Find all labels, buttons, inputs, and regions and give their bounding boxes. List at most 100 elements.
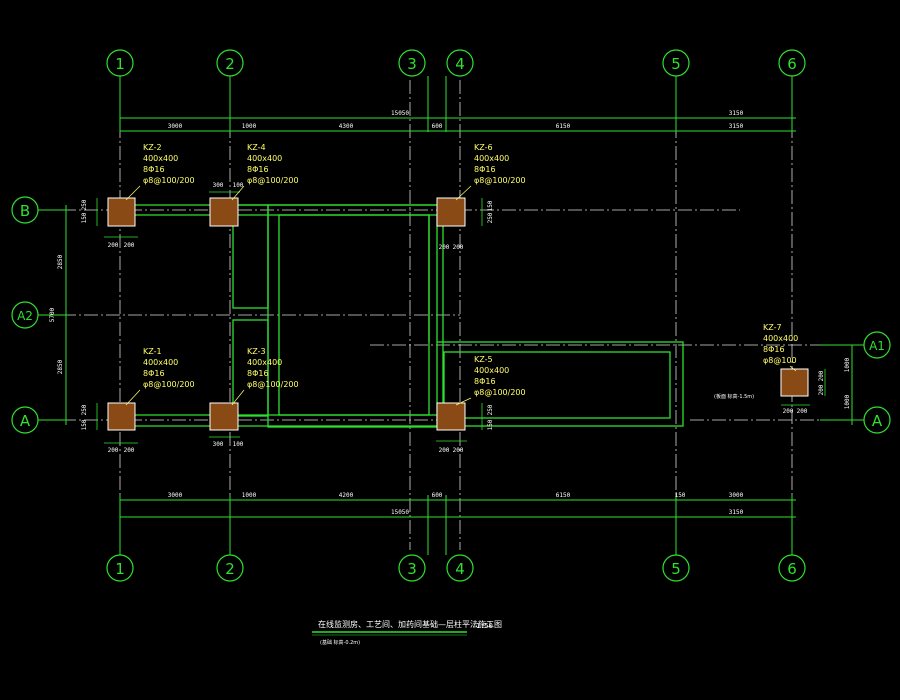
- column-kz-4[interactable]: [209, 197, 239, 227]
- column-kz-1[interactable]: [107, 402, 136, 431]
- axis-bottom-2: 2: [225, 560, 235, 578]
- svg-text:KZ-6: KZ-6: [474, 143, 493, 152]
- dim-top-seg-2: 1000: [242, 123, 257, 130]
- kz7-dim-v1: 200: [818, 384, 825, 395]
- kz6-dim-v2: 150: [487, 200, 494, 211]
- svg-text:KZ-5: KZ-5: [474, 355, 493, 364]
- label-kz-2: KZ-2 400x400 8Φ16 φ8@100/200: [143, 143, 195, 185]
- slab-note: (板面 标高-1.5m): [714, 393, 754, 400]
- dim-bottom-seg-4: 600: [432, 492, 443, 499]
- label-kz-6: KZ-6 400x400 8Φ16 φ8@100/200: [474, 143, 526, 185]
- axis-bottom-4: 4: [455, 560, 465, 578]
- column-kz-5[interactable]: [436, 402, 466, 431]
- label-kz-5: KZ-5 400x400 8Φ16 φ8@100/200: [474, 355, 526, 397]
- label-leaders: [125, 185, 797, 406]
- svg-text:KZ-2: KZ-2: [143, 143, 162, 152]
- axis-bottom-5: 5: [671, 560, 681, 578]
- kz6-dim-left: 200: [439, 244, 450, 251]
- kz5-dim-right: 200: [453, 447, 464, 454]
- svg-text:KZ-1: KZ-1: [143, 347, 162, 356]
- drawing-title: 在线监测房、工艺间、加药间基础—层柱平法施工图: [318, 619, 502, 629]
- svg-text:φ8@100/200: φ8@100/200: [247, 176, 299, 185]
- kz2-dim-right: 200: [124, 242, 135, 249]
- svg-text:KZ-7: KZ-7: [763, 323, 782, 332]
- kz5-dim-left: 200: [439, 447, 450, 454]
- kz6-dim-v1: 250: [487, 212, 494, 223]
- axis-top-5: 5: [671, 55, 681, 73]
- svg-text:8Φ16: 8Φ16: [763, 345, 785, 354]
- column-dim-lines: [96, 191, 826, 444]
- column-kz-7[interactable]: [780, 368, 809, 397]
- drawing-subtitle: (基础 标高-0.2m): [320, 639, 360, 646]
- svg-text:400x400: 400x400: [143, 358, 178, 367]
- dimension-lines: [65, 117, 853, 518]
- svg-text:400x400: 400x400: [247, 154, 282, 163]
- svg-text:KZ-3: KZ-3: [247, 347, 266, 356]
- kz7-dim-v2: 200: [818, 370, 825, 381]
- svg-text:400x400: 400x400: [143, 154, 178, 163]
- axis-bubbles: [11, 49, 891, 582]
- svg-text:φ8@100/200: φ8@100/200: [474, 176, 526, 185]
- dim-bottom-seg-6: 150: [675, 492, 686, 499]
- dim-left-upper: 2850: [57, 254, 64, 269]
- column-kz-3[interactable]: [209, 402, 239, 431]
- svg-text:KZ-4: KZ-4: [247, 143, 266, 152]
- svg-text:φ8@100/200: φ8@100/200: [247, 380, 299, 389]
- grid-lines: [40, 80, 862, 550]
- kz2-dim-left: 200: [108, 242, 119, 249]
- axis-left-b: B: [20, 202, 30, 220]
- dim-top-seg-4: 600: [432, 123, 443, 130]
- svg-text:8Φ16: 8Φ16: [143, 369, 165, 378]
- dim-bottom-total-right: 3150: [729, 509, 744, 516]
- dim-left-total: 5700: [49, 307, 56, 322]
- label-kz-4: KZ-4 400x400 8Φ16 φ8@100/200: [247, 143, 299, 185]
- svg-text:400x400: 400x400: [763, 334, 798, 343]
- svg-text:φ8@100: φ8@100: [763, 356, 797, 365]
- columns: [107, 197, 809, 431]
- svg-text:400x400: 400x400: [474, 154, 509, 163]
- title-block: 在线监测房、工艺间、加药间基础—层柱平法施工图 1:50 (基础 标高-0.2m…: [312, 619, 502, 646]
- dim-right-upper: 1000: [844, 357, 851, 372]
- dim-bottom-total: 15050: [391, 509, 409, 516]
- axis-left-a: A: [20, 412, 31, 430]
- dim-bottom-seg-3: 4200: [339, 492, 354, 499]
- dim-top-seg-1: 3000: [168, 123, 183, 130]
- kz7-dim-left: 200: [783, 408, 794, 415]
- svg-text:8Φ16: 8Φ16: [474, 377, 496, 386]
- column-kz-2[interactable]: [107, 197, 136, 227]
- dim-top-seg-5: 6150: [556, 123, 571, 130]
- dim-top-total: 15050: [391, 110, 409, 117]
- svg-text:8Φ16: 8Φ16: [143, 165, 165, 174]
- drawing-scale: 1:50: [476, 622, 493, 630]
- svg-text:400x400: 400x400: [247, 358, 282, 367]
- axis-right-a: A: [872, 412, 883, 430]
- svg-text:400x400: 400x400: [474, 366, 509, 375]
- svg-text:φ8@100/200: φ8@100/200: [474, 388, 526, 397]
- axis-leaders: [38, 76, 864, 555]
- label-kz-7: KZ-7 400x400 8Φ16 φ8@100: [763, 323, 798, 365]
- dim-right-lower: 1000: [844, 394, 851, 409]
- axis-top-4: 4: [455, 55, 465, 73]
- axis-top-2: 2: [225, 55, 235, 73]
- kz1-dim-v2: 250: [81, 404, 88, 415]
- label-kz-1: KZ-1 400x400 8Φ16 φ8@100/200: [143, 347, 195, 389]
- dim-bottom-seg-1: 3000: [168, 492, 183, 499]
- dim-bottom-seg-7: 3000: [729, 492, 744, 499]
- svg-text:8Φ16: 8Φ16: [247, 165, 269, 174]
- svg-text:φ8@100/200: φ8@100/200: [143, 176, 195, 185]
- kz1-dim-left: 200: [108, 447, 119, 454]
- dim-left-lower: 2850: [57, 359, 64, 374]
- kz1-dim-v1: 150: [81, 419, 88, 430]
- axis-bottom-1: 1: [115, 560, 125, 578]
- axis-top-3: 3: [407, 55, 417, 73]
- kz2-dim-v2: 250: [81, 199, 88, 210]
- axis-bottom-3: 3: [407, 560, 417, 578]
- axis-left-a2: A2: [17, 309, 33, 323]
- kz4-dim-top-1: 300: [213, 182, 224, 189]
- column-kz-6[interactable]: [436, 197, 466, 227]
- dim-bottom-seg-5: 6150: [556, 492, 571, 499]
- axis-top-1: 1: [115, 55, 125, 73]
- dim-top-total-right: 3150: [729, 110, 744, 117]
- axis-right-a1: A1: [869, 339, 885, 353]
